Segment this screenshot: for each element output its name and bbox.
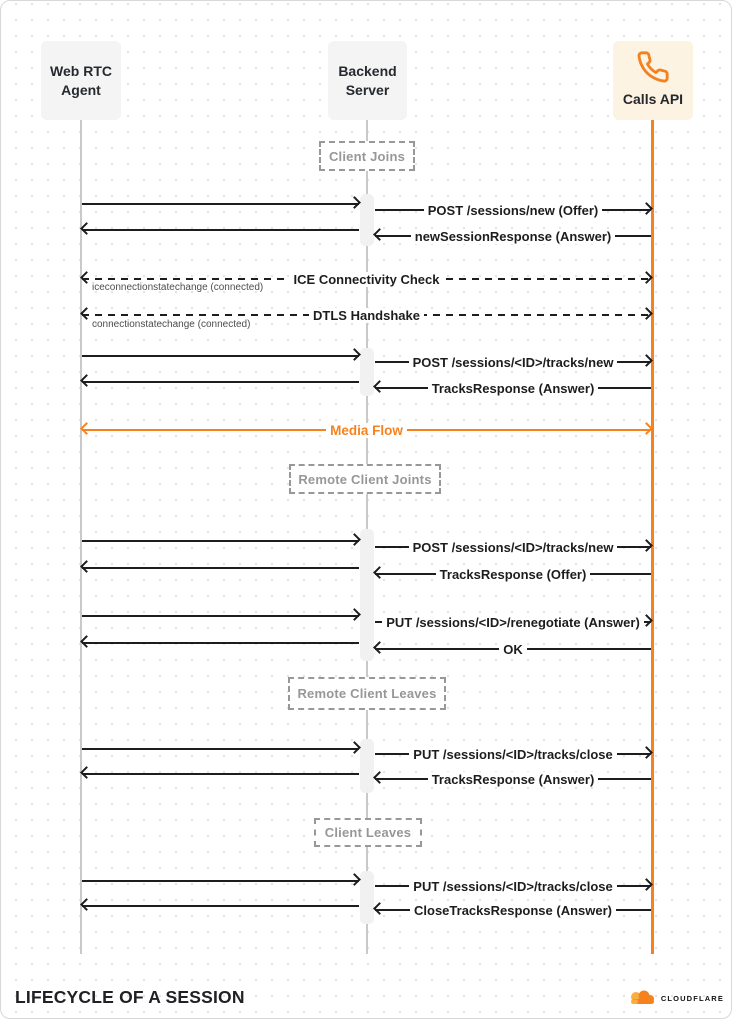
- message-arrow-segment: [81, 608, 361, 624]
- message-arrow: PUT /sessions/<ID>/renegotiate (Answer): [374, 614, 653, 630]
- cloudflare-cloud-icon: [630, 990, 654, 1004]
- media-flow-label: Media Flow: [326, 422, 407, 438]
- actor-calls-api: Calls API: [613, 41, 693, 120]
- arrow-line: [82, 354, 359, 357]
- arrow-line: [82, 566, 359, 569]
- message-arrow: OK: [373, 641, 652, 657]
- page-title: LIFECYCLE OF A SESSION: [15, 987, 245, 1007]
- lifeline-calls-api: [651, 120, 654, 954]
- message-arrow-segment: [81, 741, 361, 757]
- message-label: CloseTracksResponse (Answer): [410, 902, 616, 918]
- message-label: PUT /sessions/<ID>/renegotiate (Answer): [382, 614, 644, 630]
- message-arrow-segment: [80, 222, 360, 238]
- arrow-line: [82, 747, 359, 750]
- event-arrow-dtls: DTLS Handshake: [80, 307, 653, 323]
- phase-note-client-leaves: Client Leaves: [314, 818, 422, 847]
- arrowhead-right-icon: [348, 741, 361, 755]
- message-arrow-segment: [81, 348, 361, 364]
- event-label: ICE Connectivity Check: [289, 271, 444, 287]
- note-label: Client Joins: [328, 148, 406, 164]
- message-arrow-segment: [80, 374, 360, 390]
- message-arrow: PUT /sessions/<ID>/tracks/close: [374, 746, 653, 762]
- arrow-line: [82, 228, 359, 231]
- lifeline-webrtc-agent: [80, 120, 82, 954]
- arrow-line: [82, 614, 359, 617]
- message-arrow-segment: [81, 873, 361, 889]
- phase-note-remote-client-leaves: Remote Client Leaves: [288, 677, 446, 710]
- actor-label: Backend: [338, 63, 397, 80]
- phase-note-remote-client-joints: Remote Client Joints: [289, 464, 441, 494]
- arrowhead-left-icon: [80, 222, 93, 236]
- message-arrow-segment: [81, 196, 361, 212]
- cloudflare-brand: CLOUDFLARE: [627, 990, 724, 1006]
- arrowhead-left-icon: [80, 635, 93, 649]
- message-arrow: TracksResponse (Offer): [373, 566, 652, 582]
- message-arrow: newSessionResponse (Answer): [373, 228, 652, 244]
- arrow-line: [82, 772, 359, 775]
- message-label: TracksResponse (Answer): [427, 380, 599, 396]
- arrow-line: [82, 202, 359, 205]
- arrow-line: [82, 539, 359, 542]
- activation-bar: [360, 348, 374, 396]
- arrow-line: [82, 904, 359, 907]
- actor-label: Calls API: [622, 91, 684, 107]
- arrow-line: [82, 641, 359, 644]
- activation-bar: [360, 194, 374, 246]
- message-arrow-segment: [80, 898, 360, 914]
- media-flow-arrow: Media Flow: [80, 422, 653, 438]
- message-arrow: POST /sessions/<ID>/tracks/new: [374, 354, 653, 370]
- brand-name: CLOUDFLARE: [660, 993, 724, 1003]
- message-label: PUT /sessions/<ID>/tracks/close: [409, 878, 617, 894]
- message-arrow-segment: [80, 560, 360, 576]
- arrowhead-right-icon: [348, 348, 361, 362]
- arrowhead-left-icon: [80, 898, 93, 912]
- message-arrow: CloseTracksResponse (Answer): [373, 902, 652, 918]
- actor-backend-server: Backend Server: [328, 41, 407, 120]
- event-arrow-ice: ICE Connectivity Check: [80, 271, 653, 287]
- activation-bar: [360, 739, 374, 793]
- message-arrow: PUT /sessions/<ID>/tracks/close: [374, 878, 653, 894]
- message-label: OK: [499, 641, 527, 657]
- arrowhead-right-icon: [348, 196, 361, 210]
- arrowhead-left-icon: [80, 766, 93, 780]
- event-sublabel: iceconnectionstatechange (connected): [92, 282, 264, 293]
- message-arrow: TracksResponse (Answer): [373, 380, 652, 396]
- arrow-line: [82, 380, 359, 383]
- message-label: TracksResponse (Answer): [427, 771, 599, 787]
- note-label: Remote Client Joints: [298, 471, 432, 487]
- actor-webrtc-agent: Web RTC Agent: [41, 41, 121, 120]
- message-label: POST /sessions/<ID>/tracks/new: [408, 539, 618, 555]
- arrowhead-left-icon: [80, 374, 93, 388]
- message-arrow: POST /sessions/<ID>/tracks/new: [374, 539, 653, 555]
- arrow-line: [82, 879, 359, 882]
- message-arrow-segment: [81, 533, 361, 549]
- arrowhead-right-icon: [348, 533, 361, 547]
- phase-note-client-joins: Client Joins: [319, 141, 415, 171]
- event-sublabel: connectionstatechange (connected): [92, 319, 251, 330]
- actor-label: Agent: [61, 81, 101, 98]
- activation-bar: [360, 871, 374, 924]
- message-label: POST /sessions/<ID>/tracks/new: [408, 354, 618, 370]
- activation-bar: [360, 529, 374, 661]
- message-label: PUT /sessions/<ID>/tracks/close: [409, 746, 617, 762]
- arrowhead-right-icon: [348, 608, 361, 622]
- event-label: DTLS Handshake: [309, 307, 424, 323]
- actor-label: Web RTC: [50, 63, 112, 80]
- message-arrow: POST /sessions/new (Offer): [374, 202, 653, 218]
- note-label: Remote Client Leaves: [297, 686, 437, 701]
- message-arrow-segment: [80, 635, 360, 651]
- message-arrow: TracksResponse (Answer): [373, 771, 652, 787]
- note-label: Client Leaves: [324, 825, 412, 840]
- arrowhead-right-icon: [348, 873, 361, 887]
- phone-icon: [637, 51, 669, 83]
- message-label: TracksResponse (Offer): [435, 566, 591, 582]
- message-label: newSessionResponse (Answer): [410, 228, 616, 244]
- message-arrow-segment: [80, 766, 360, 782]
- message-label: POST /sessions/new (Offer): [423, 202, 603, 218]
- arrowhead-left-icon: [80, 560, 93, 574]
- actor-label: Server: [345, 81, 390, 98]
